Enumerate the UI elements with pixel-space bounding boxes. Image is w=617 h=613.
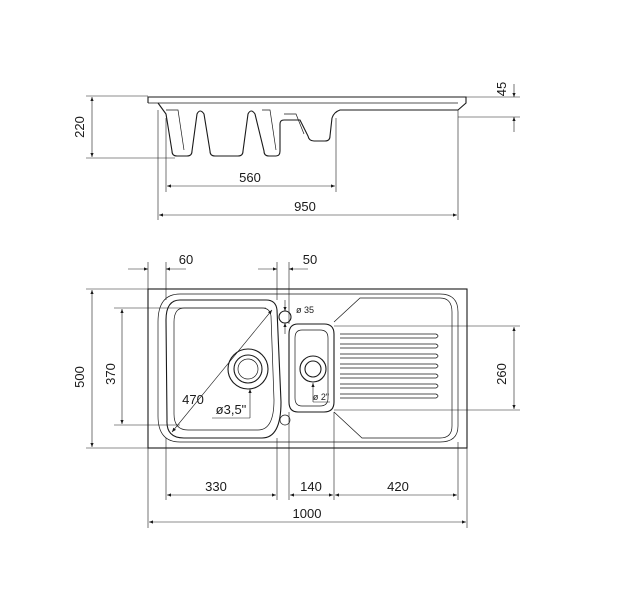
drainer-grooves — [340, 333, 439, 399]
dim-60-label: 60 — [179, 252, 193, 267]
drainer-groove — [340, 343, 439, 349]
drain-large-label: ø3,5" — [216, 402, 247, 417]
drainer-groove — [340, 393, 439, 399]
dim-45-label: 45 — [494, 82, 509, 96]
sink-inner-rim — [157, 293, 459, 443]
drainer-outline — [333, 297, 453, 439]
dim-140-label: 140 — [300, 479, 322, 494]
side-bowls-inner — [166, 109, 305, 151]
large-drain-center — [237, 358, 259, 380]
small-drain-ring — [304, 360, 322, 378]
top-view: 60 50 500 370 260 470 ø3,5" ø 2" — [72, 252, 520, 528]
drainer-groove — [340, 373, 439, 379]
small-drain-outer — [299, 355, 327, 383]
large-bowl — [165, 299, 282, 439]
dim-370-label: 370 — [103, 363, 118, 385]
side-bowls-profile — [157, 102, 333, 157]
dim-50-label: 50 — [303, 252, 317, 267]
drainer-groove — [340, 333, 439, 339]
dim-470-label: 470 — [182, 392, 204, 407]
drainer-groove — [340, 383, 439, 389]
drainer-groove — [340, 363, 439, 369]
dim-220-label: 220 — [72, 116, 87, 138]
side-rim — [147, 96, 467, 119]
dim-1000-label: 1000 — [293, 506, 322, 521]
drain-small-label: ø 2" — [313, 392, 329, 402]
small-bowl-inner — [294, 329, 329, 407]
tap-hole-label: ø 35 — [296, 305, 314, 315]
dim-950-label: 950 — [294, 199, 316, 214]
side-view: 220 45 560 950 — [72, 82, 520, 220]
dim-470-diagonal — [171, 309, 273, 433]
small-bowl — [288, 323, 335, 413]
dim-560-label: 560 — [239, 170, 261, 185]
sink-outline — [147, 288, 468, 449]
dim-500-label: 500 — [72, 366, 87, 388]
dim-260-label: 260 — [494, 363, 509, 385]
dim-330-label: 330 — [205, 479, 227, 494]
dim-420-label: 420 — [387, 479, 409, 494]
drainer-groove — [340, 353, 439, 359]
overflow-hole — [279, 414, 291, 426]
